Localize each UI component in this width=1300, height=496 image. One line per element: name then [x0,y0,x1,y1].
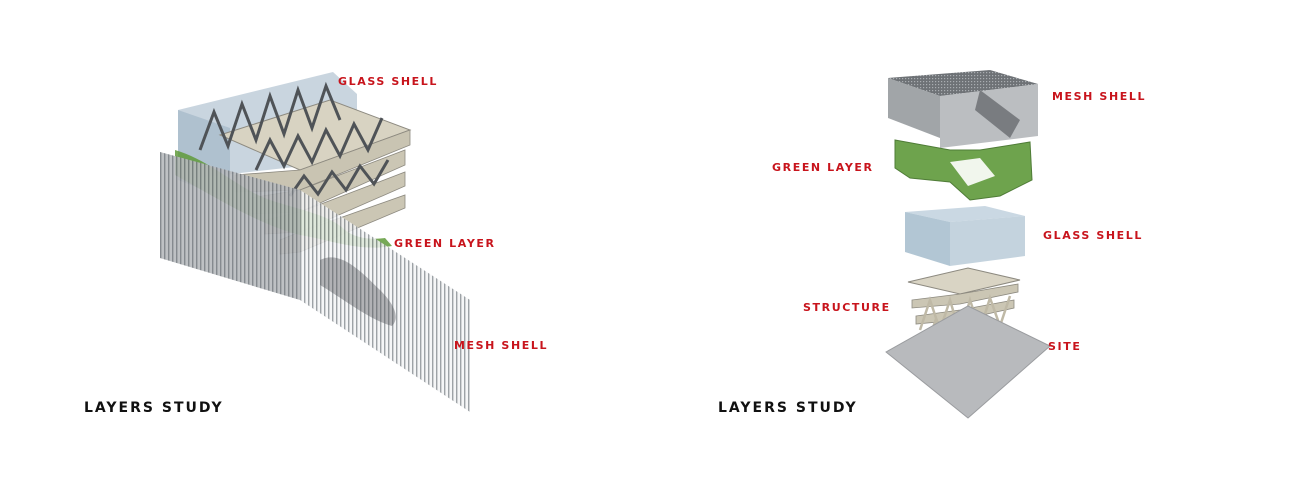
label-structure: STRUCTURE [803,301,891,314]
mesh-shell-box [888,70,1038,148]
mesh-shell-plane [160,152,470,412]
diagram-title-left: LAYERS STUDY [84,400,224,416]
exploded-layers-diagram: MESH SHELL GREEN LAYER GLASS SHELL STRUC… [650,0,1300,496]
label-green-layer: GREEN LAYER [772,161,874,174]
structure-braces [198,81,390,197]
site-plane [885,305,1051,419]
label-mesh-shell: MESH SHELL [454,339,549,352]
label-green-layer: GREEN LAYER [394,237,496,250]
label-site: SITE [1048,340,1082,353]
green-layer-shape [894,139,1033,201]
glass-shell-box [905,206,1025,266]
assembled-building-illustration [160,72,470,412]
assembled-layers-diagram: GLASS SHELL GREEN LAYER MESH SHELL LAYER… [84,72,549,416]
diagram-title-right: LAYERS STUDY [718,400,858,416]
label-glass-shell: GLASS SHELL [1043,229,1143,242]
label-glass-shell: GLASS SHELL [338,75,438,88]
label-mesh-shell: MESH SHELL [1052,90,1147,103]
exploded-building-illustration [885,70,1051,419]
